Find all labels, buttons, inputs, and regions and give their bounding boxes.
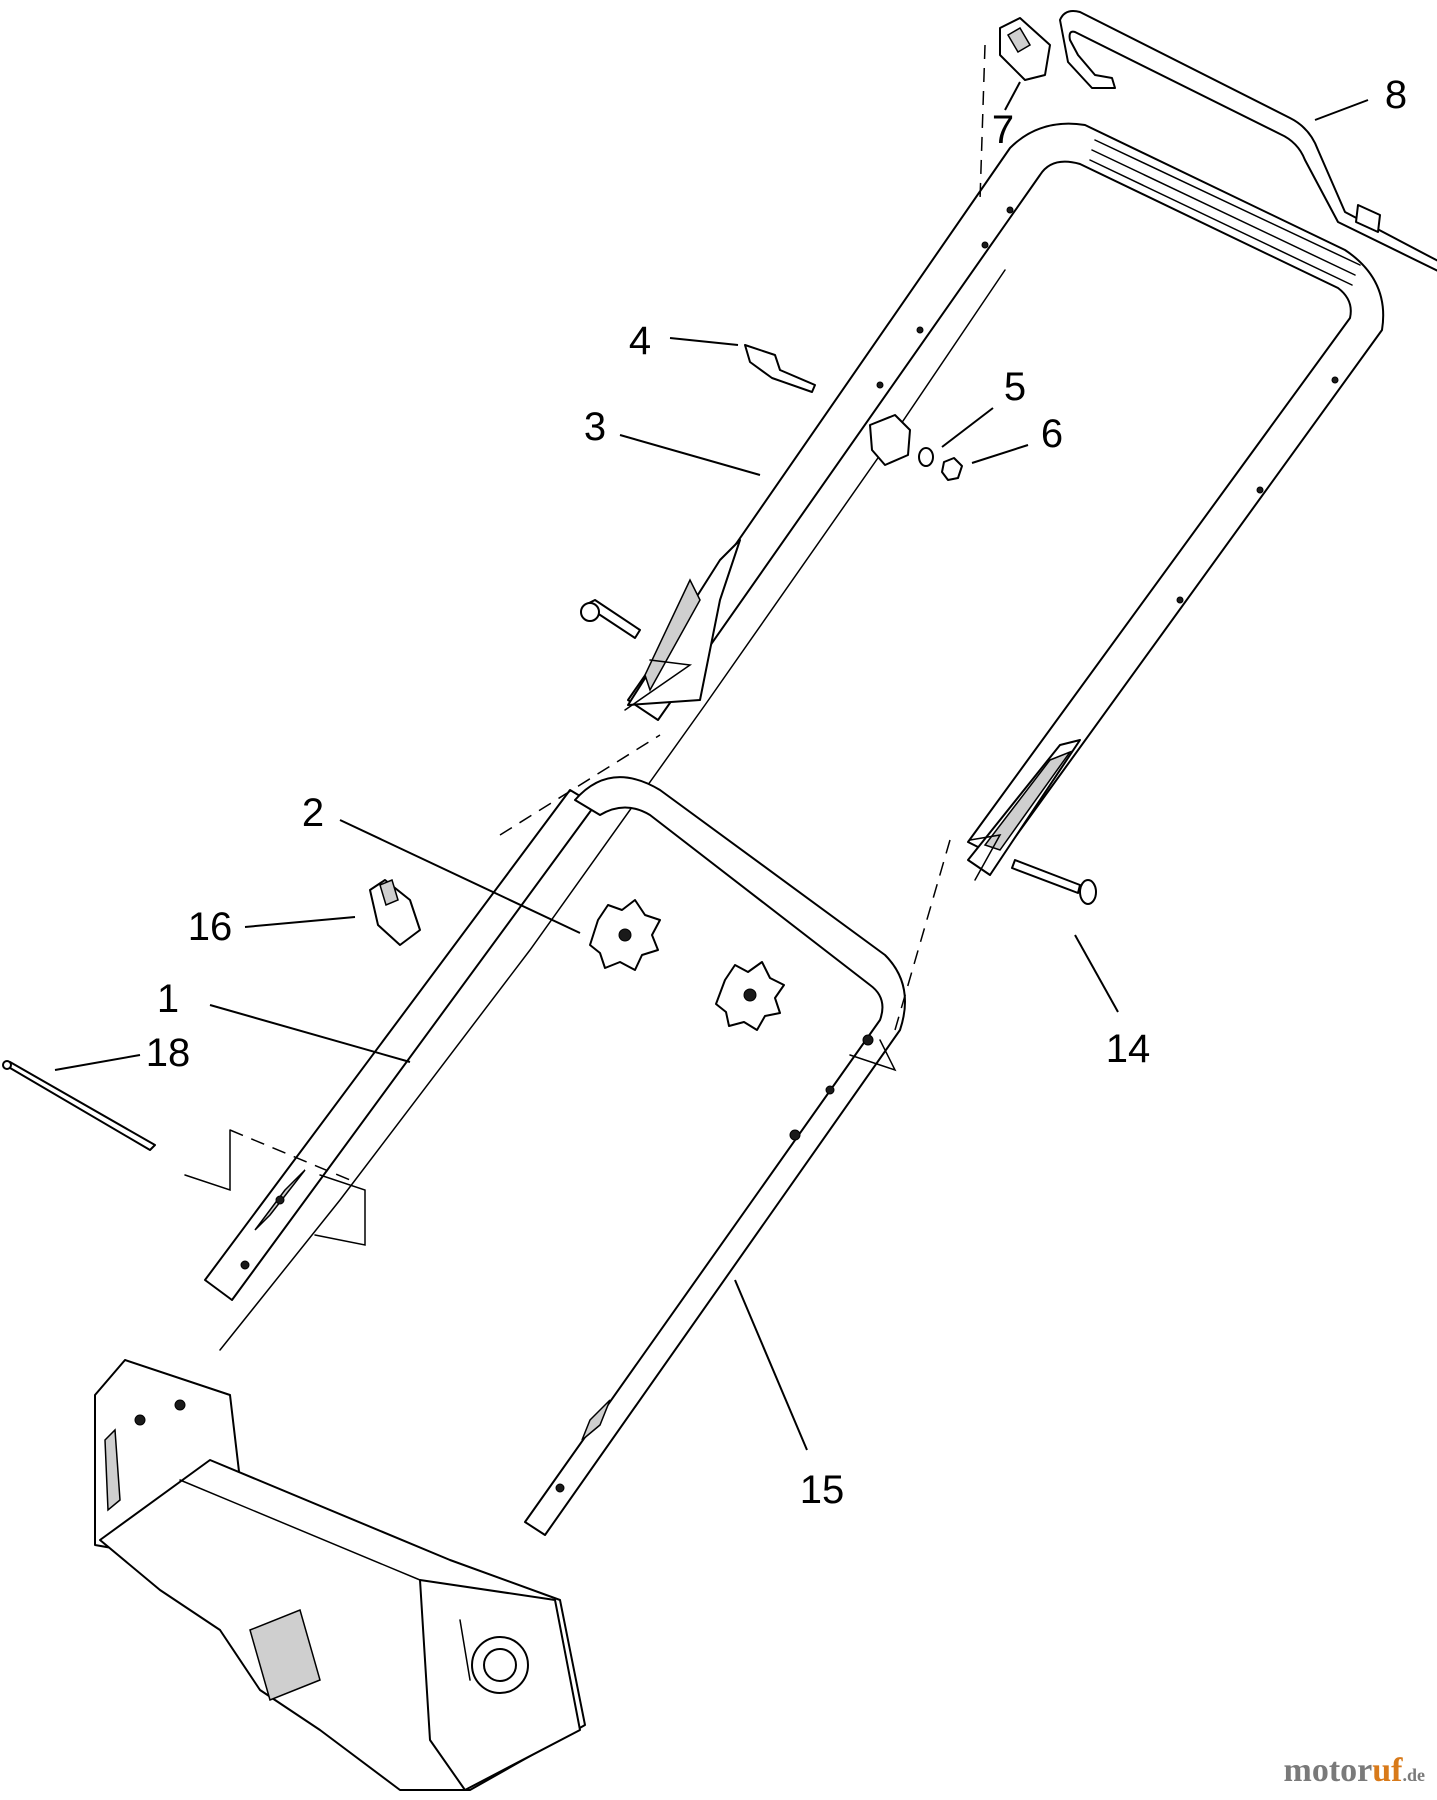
rod-part-18 (2, 1060, 156, 1151)
leader-2 (339, 819, 581, 934)
upper-handle-part-3 (627, 122, 1385, 876)
callout-14: 14 (1106, 1027, 1151, 1071)
bail-part-8 (1059, 10, 1437, 272)
callout-4: 4 (629, 319, 651, 363)
leader-18 (54, 1054, 141, 1071)
nut-part-6 (941, 457, 963, 481)
bolt-part-14 (1011, 859, 1097, 905)
alignment-line-upper (979, 44, 986, 201)
mower-deck-rear (94, 1359, 586, 1791)
washer-part-5 (918, 447, 934, 467)
cable-bracket (869, 414, 911, 466)
callout-15: 15 (800, 1468, 845, 1512)
callout-2: 2 (302, 791, 324, 835)
leader-3 (619, 434, 761, 476)
leader-5 (941, 407, 994, 448)
callout-7: 7 (992, 108, 1014, 152)
lower-handle-part-1 (204, 789, 596, 1301)
callout-5: 5 (1004, 365, 1026, 409)
leader-7 (1004, 81, 1021, 111)
callout-6: 6 (1041, 412, 1063, 456)
alignment-line-right (894, 839, 951, 1031)
watermark-logo: motoruf.de (1283, 1752, 1425, 1789)
leader-4 (669, 337, 739, 346)
leader-1 (209, 1004, 411, 1063)
knob-part-2 (589, 899, 661, 971)
leader-14 (1074, 934, 1119, 1013)
callout-3: 3 (584, 405, 606, 449)
callout-1: 1 (157, 977, 179, 1021)
knob-right (715, 961, 785, 1031)
callout-18: 18 (146, 1031, 191, 1075)
lower-handle-part-15 (524, 776, 906, 1536)
bolt-left (580, 599, 641, 639)
cable-clip-part-16 (369, 878, 421, 946)
leader-6 (971, 444, 1029, 464)
callout-16: 16 (188, 905, 233, 949)
leader-15 (734, 1279, 808, 1451)
pin-part-4 (744, 344, 816, 393)
switch-bracket-part-7 (999, 17, 1051, 81)
callout-8: 8 (1385, 73, 1407, 117)
leader-8 (1314, 99, 1369, 121)
alignment-line-left (499, 734, 661, 836)
leader-16 (244, 916, 356, 928)
